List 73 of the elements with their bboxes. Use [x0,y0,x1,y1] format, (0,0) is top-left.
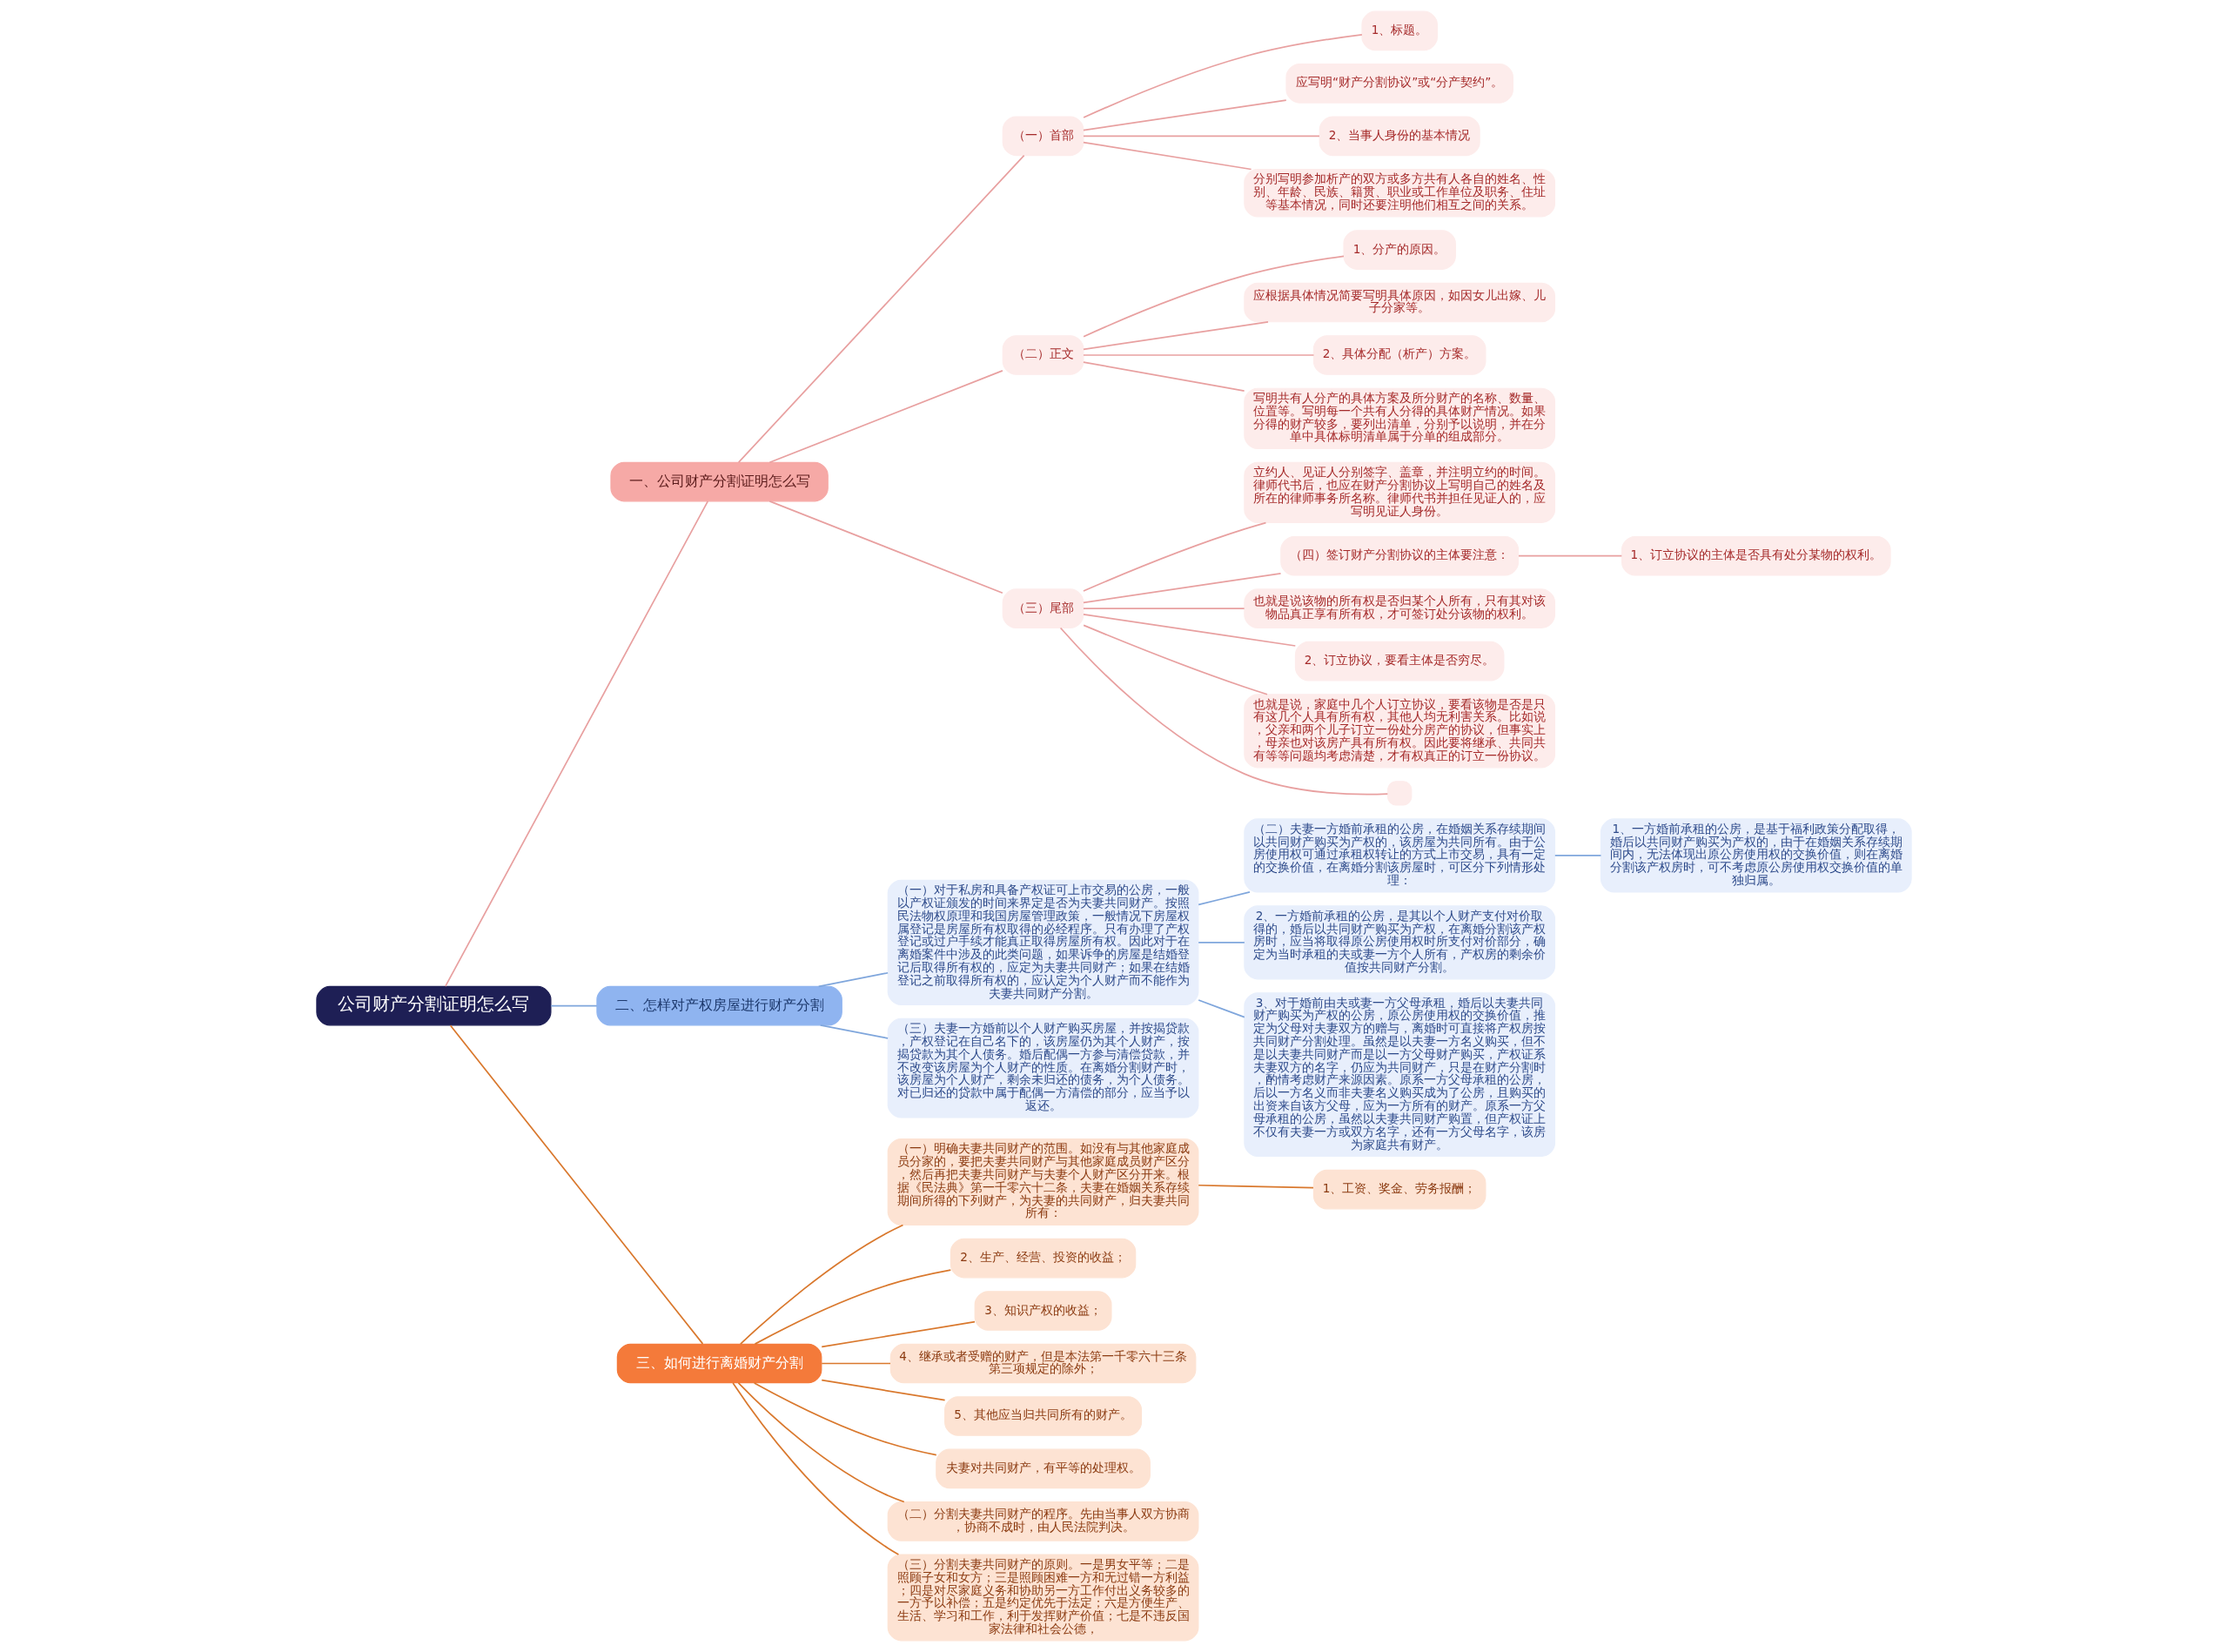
node-box: 也就是说，家庭中几个人订立协议，要看该物是否是只有这几个人具有所有权，其他人均无利害关系。比如说，父亲和两个儿子订立一份处分房产的协议，但事实上，母亲也对该房产具有所有权。因此要将继承、共同共有等等问题均考虑清楚，才有权真正的订立一份协议。 [1244,694,1556,769]
node-box: 1、订立协议的主体是否具有处分某物的权利。 [1621,535,1891,576]
connector [821,1362,891,1365]
connector [1198,942,1245,944]
connector [739,1224,904,1345]
node-box: 应根据具体情况简要写明具体原因，如因女儿出嫁、儿子分家等。 [1244,282,1556,323]
connector [1083,521,1267,592]
node-box: 3、知识产权的收益； [974,1291,1112,1331]
node-box: 4、继承或者受赠的财产，但是本法第一千零六十三条第三项规定的除外； [889,1343,1197,1384]
node-box: （二）夫妻一方婚前承租的公房，在婚姻关系存续期间以共同财产购买为产权的，该房屋为共同所有。由于公房使用权可通过承租权转让的方式上市交易，具有一定的交换价值，在离婚分割该房屋时，可区分下列情形处理： [1244,818,1556,893]
node-box: 三、如何进行离婚财产分割 [616,1343,822,1384]
node-box: （三）尾部 [1002,588,1084,628]
node-box: 1、一方婚前承租的公房，是基于福利政策分配取得，婚后以共同财产购买为产权的，由于在婚姻关系存续期间内，无法体现出原公房使用权的交换价值，则在离婚分割该产权房时，可不考虑原公房使用权交换价值的单独归属。 [1600,818,1912,893]
node-box: 1、标题。 [1361,10,1438,51]
connector [1083,99,1287,131]
connector [1083,320,1269,351]
connector [732,1382,900,1555]
node-box: 一、公司财产分割证明怎么写 [610,461,829,502]
node-box: 公司财产分割证明怎么写 [316,985,552,1026]
connector [550,1004,598,1007]
node-box: 应写明“财产分割协议”或“分产契约”。 [1285,64,1513,104]
node-box: 2、一方婚前承租的公房，是其以个人财产支付对价取得的，婚后以共同财产购买为产权，在离婚分割该产权房时，应当将取得原公房使用权时所支付对价部分，确定为当时承租的夫或妻一方个人所有，产权房的剩余价值按共同财产分割。 [1244,905,1556,980]
connector [1083,361,1245,392]
connector [768,370,1003,464]
connector [1083,608,1245,610]
node-box [1387,781,1413,806]
node-box: 夫妻对共同财产，有平等的处理权。 [936,1448,1151,1489]
node-box: 写明共有人分产的具体方案及所分财产的名称、数量、位置等。写明每一个共有人分得的具体财产情况。如果分得的财产较多，要列出清单，分别予以说明，并在分单中具体标明清单属于分单的组成部分。 [1244,387,1556,449]
connector [444,500,709,987]
connector [1083,572,1282,604]
node-box: 1、工资、奖金、劳务报酬； [1312,1169,1486,1210]
node-box: 也就是说该物的所有权是否归某个人所有，只有其对该物品真正享有所有权，才可签订处分该物的权利。 [1244,588,1556,628]
connector [1083,141,1252,171]
connector [1518,554,1623,557]
node-box: （三）夫妻一方婚前以个人财产购买房屋，并按揭贷款，产权登记在自己名下的，该房屋仍为其个人财产，按揭贷款为其个人债务。婚后配偶一方参与清偿贷款，并不改变该房屋为个人财产的性质。在离婚分割财产时，该房屋为个人财产，剩余未归还的债务，为个人债务。对已归还的贷款中属于配偶一方清偿的部分，应当予以返还。 [887,1017,1199,1118]
node-box: （一）明确夫妻共同财产的范围。如没有与其他家庭成员分家的，要把夫妻共同财产与其他家庭成员财产区分，然后再把夫妻共同财产与夫妻个人财产区分开来。根据《民法典》第一千零六十二条，夫妻在婚姻关系存续期间所得的下列财产，为夫妻的共同财产，归夫妻共同所有： [887,1138,1199,1226]
connector [737,1381,905,1503]
node-box: 2、生产、经营、投资的收益； [950,1238,1137,1279]
node-box: 分别写明参加析产的双方或多方共有人各自的姓名、性别、年龄、民族、籍贯、职业或工作单位及职务、住址等基本情况，同时还要注明他们相互之间的关系。 [1244,168,1556,218]
node-box: （二）分割夫妻共同财产的程序。先由当事人双方协商，协商不成时，由人民法院判决。 [887,1501,1199,1541]
connector [737,154,1025,463]
connector [1083,354,1315,356]
node-box: 1、分产的原因。 [1343,230,1456,270]
connector [1083,614,1297,647]
connector [753,1382,937,1456]
node-box: （二）正文 [1002,335,1084,375]
node-box: 2、当事人身份的基本情况 [1319,116,1480,157]
node-box: 5、其他应当归共同所有的财产。 [944,1396,1143,1436]
connector [768,500,1003,594]
connector [754,1269,952,1345]
connector [1554,855,1602,856]
connector [1198,999,1245,1018]
node-box: 2、订立协议，要看主体是否穷尽。 [1294,641,1505,682]
node-box: （四）签订财产分割协议的主体要注意： [1280,535,1520,576]
node-box: （一）首部 [1002,116,1084,157]
connector [819,1024,889,1039]
connector [1059,627,1389,796]
node-box: 二、怎样对产权房屋进行财产分割 [596,985,842,1026]
connector [821,1320,976,1348]
node-box: 2、具体分配（析产）方案。 [1312,335,1486,375]
node-box: 3、对于婚前由夫或妻一方父母承租，婚后以夫妻共同财产购买为产权的公房，原公房使用权的交换价值，推定为父母对夫妻双方的赠与，离婚时可直接将产权房按共同财产分割处理。虽然是以夫妻一方名义购买，但不是以夫妻共同财产而是以一方父母财产购买，产权证系夫妻双方的名字，仍应为共同财产，只是在财产分割时，酌情考虑财产来源因素。原系一方父母承租的公房，后以一方名义而非夫妻名义购买成为了公房，且购买的出资来自该方父母，应为一方所有的财产。原系一方父母承租的公房，虽然以夫妻共同财产购置，但产权证上不仅有夫妻一方或双方名字，还有一方父母名字，该房为家庭共有财产。 [1244,992,1556,1157]
node-box: （一）对于私房和具备产权证可上市交易的公房，一般以产权证颁发的时间来界定是否为夫妻共同财产。按照民法物权原理和我国房屋管理政策，一般情况下房屋权属登记是房屋所有权取得的必经程序。只有办理了产权登记或过户手续才能真正取得房屋所有权。因此对于在离婚案件中涉及的此类问题，如果诉争的房屋是结婚登记后取得所有权的，应定为夫妻共同财产；如果在结婚登记之前取得所有权的，应认定为个人财产而不能作为夫妻共同财产分割。 [887,879,1199,1006]
connector [817,971,889,988]
node-box: （三）分割夫妻共同财产的原则。一是男女平等；二是照顾子女和女方；三是照顾困难一方和无过错一方利益；四是对尽家庭义务和协助另一方工作付出义务较多的一方予以补偿；五是约定优先于法定；六是方便生产、生活、学习和工作，利于发挥财产价值；七是不违反国家法律和社会公德， [887,1554,1199,1642]
connector [1083,34,1363,118]
connector [1083,255,1345,338]
connector [1083,624,1268,695]
connector [1083,135,1320,138]
connector [1198,891,1251,906]
connector [821,1379,946,1401]
connector [1198,1184,1314,1189]
connector [449,1024,704,1345]
node-box: 立约人、见证人分别签字、盖章，并注明立约的时间。律师代书后，也应在财产分割协议上写明自己的姓名及所在的律师事务所名称。律师代书并担任见证人的，应写明见证人身份。 [1244,461,1556,524]
